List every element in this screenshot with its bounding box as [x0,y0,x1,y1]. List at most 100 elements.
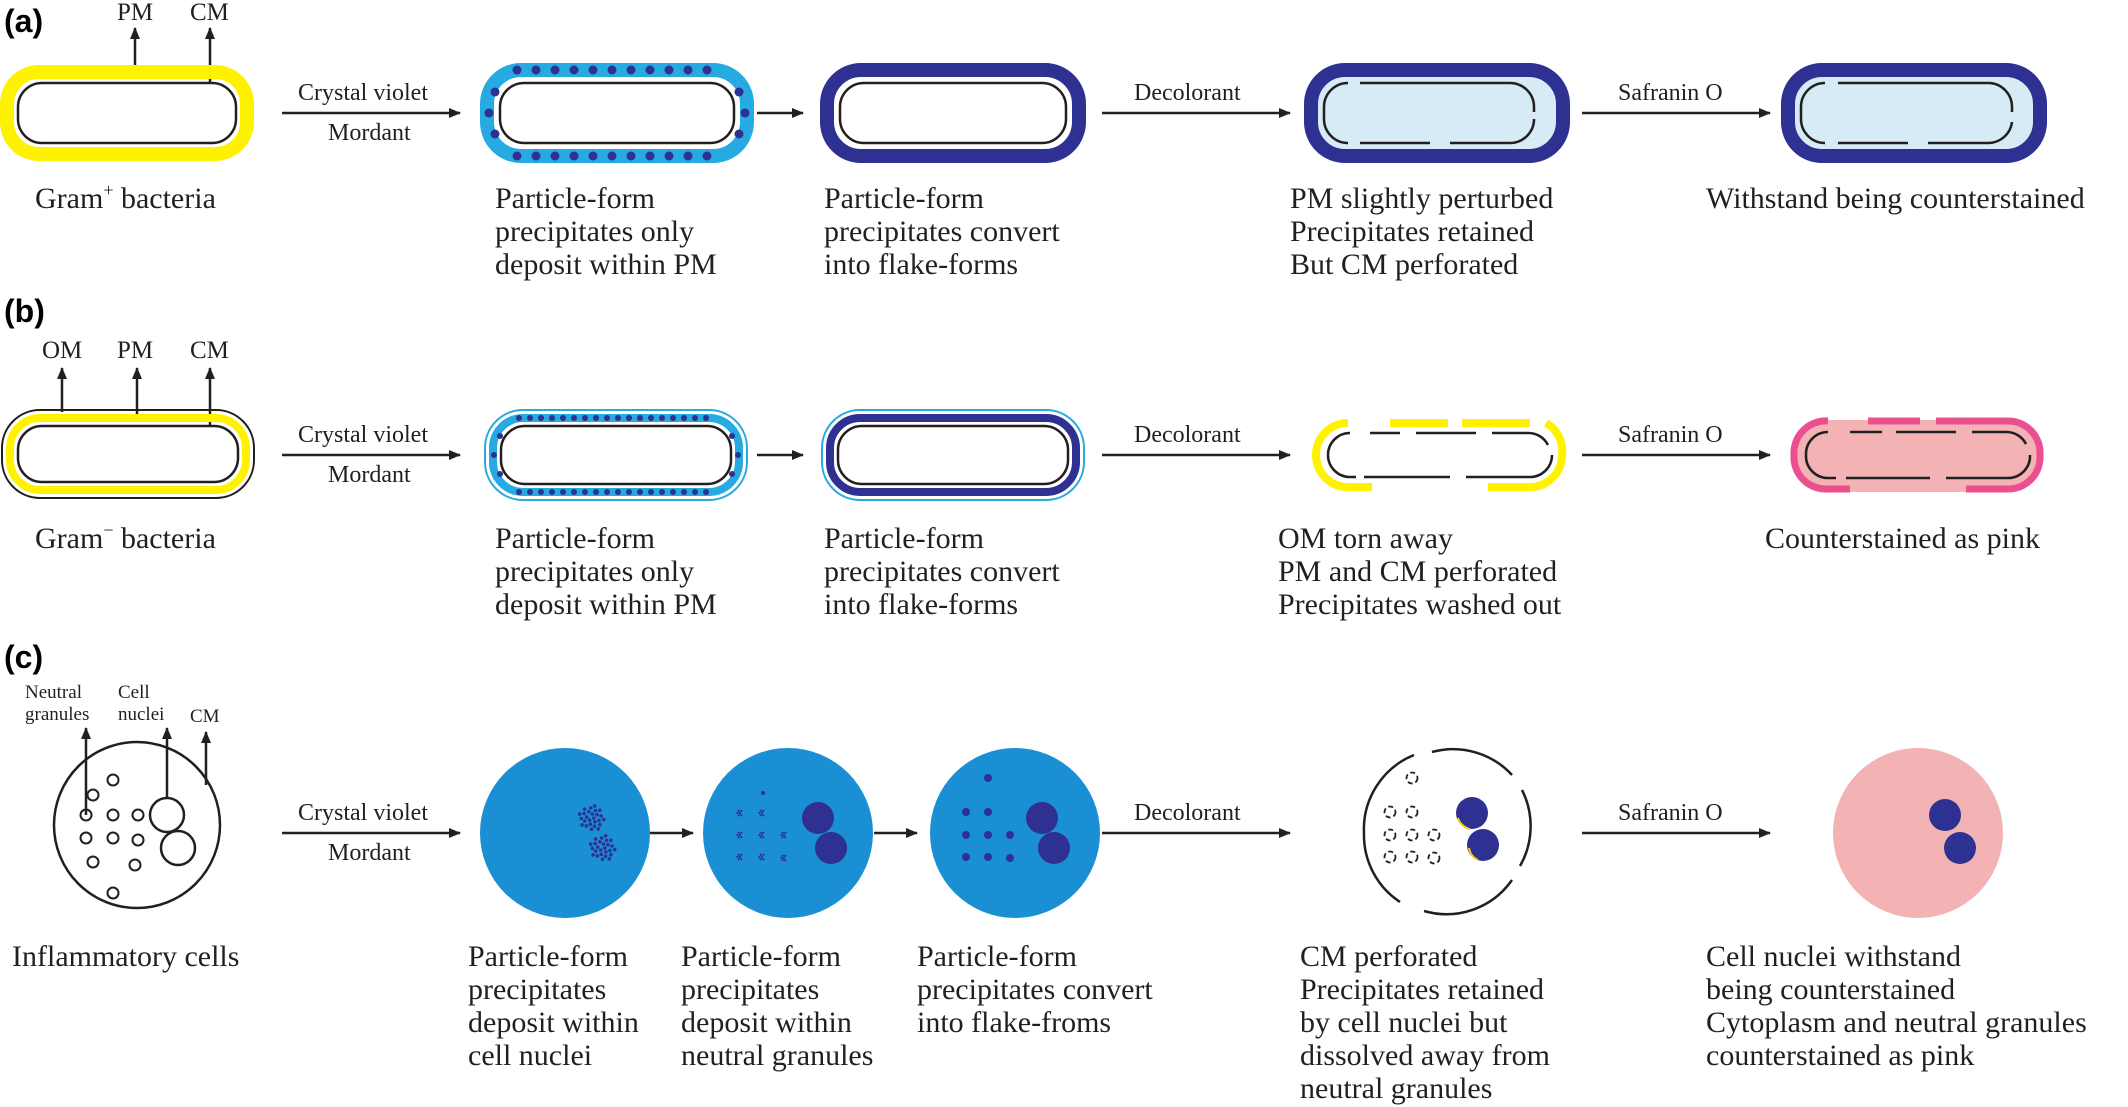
particle-speck [584,824,589,828]
particle-speck [603,854,608,858]
om-membrane [1,409,255,499]
violet-granule [984,774,992,782]
granule-speck [758,811,761,815]
caption-b-step1: Particle-form precipitates only deposit … [495,522,717,621]
gram-positive-decolorized-cell [1304,63,1570,163]
panel-b: (b) OM PM CM Gram− bacteria Crystal viol… [1,293,2044,621]
particle-speck [590,846,595,851]
cm-fragment [1492,431,1550,446]
granule-speck [737,858,740,861]
particle-dot [604,415,610,421]
particle-speck [593,837,598,841]
caption-b-step4: Counterstained as pink [1765,522,2040,555]
particle-speck [579,816,584,821]
granule-speck [740,831,743,834]
granule-speck [762,853,765,856]
particle-speck [580,823,584,827]
nucleus-violet [1038,832,1070,864]
particle-speck [592,824,597,828]
speckled-granules [736,791,787,862]
particle-dot [703,415,709,421]
granule-speck [738,833,742,837]
decolorant-label-b: Decolorant [1134,422,1241,448]
gram-negative-decolorized-cell [1311,419,1567,491]
particle-dot [648,489,654,495]
particle-dot [735,452,741,458]
crystal-violet-label-b: Crystal violet [298,422,428,448]
particle-dot [683,151,693,161]
neutral-granule [131,808,145,822]
particle-dot [703,489,709,495]
particle-dot [626,151,636,161]
caption-a-step3: PM slightly perturbed Precipitates retai… [1290,182,1561,281]
granule-speck [780,856,783,860]
particle-dot [729,471,735,477]
granule-speck [762,858,765,861]
granule-speck [784,836,787,839]
granule-speck [781,836,784,839]
granule-speck [762,809,765,812]
cell-flake-form [930,748,1100,918]
neutral-granule [128,858,142,872]
cm-fragment [1799,81,1826,145]
particle-dot [615,489,621,495]
violet-granule [984,853,992,861]
particle-dot [497,471,503,477]
particle-dot [571,415,577,421]
gram-negative-caption: Gram− bacteria [35,520,216,555]
cm-membrane [836,424,1070,486]
particle-dot [692,489,698,495]
granule-speck [782,856,786,860]
violet-granule [962,853,970,861]
particle-dot [516,489,522,495]
particle-dot [538,489,544,495]
particle-dot [527,415,533,421]
particle-dot [491,452,497,458]
particle-speck [591,853,595,857]
gram-negative-particle-cell [484,409,748,501]
particle-speck [588,842,593,846]
granule-speck [759,814,762,817]
granule-speck [784,854,787,857]
particle-dot [681,415,687,421]
caption-c-step3: Particle-form precipitates convert into … [917,940,1160,1039]
particle-speck [589,827,594,831]
particle-dot [659,489,665,495]
particle-dot [659,415,665,421]
nucleus [159,829,197,867]
granule-speck [762,831,765,834]
gram-positive-flake-cell [820,63,1086,163]
empty-granule [1405,828,1419,842]
particle-speck [608,848,612,853]
cm-membrane [499,424,733,486]
neutral-granule [86,855,100,869]
nucleus-violet [802,802,834,834]
granule-speck [737,853,740,856]
neutral-granules [79,773,145,900]
particle-dot [497,433,503,439]
empty-granule [1383,805,1397,819]
particle-dot [626,489,632,495]
gram-positive-final-cell [1781,63,2047,163]
granule-speck [781,859,784,862]
cm-membrane [838,81,1068,145]
empty-granule [1427,851,1441,865]
violet-granule [1006,831,1014,839]
particle-speck [604,838,609,843]
caption-a-step2: Particle-form precipitates convert into … [824,182,1067,281]
particle-speck [603,834,608,838]
om-membrane [821,409,1085,501]
particle-dot [538,415,544,421]
neutral-granule [79,831,93,845]
pm-fragment-yellow [1311,419,1372,491]
particle-dot [571,489,577,495]
pm-fragment-yellow [1488,419,1567,491]
empty-granule [1383,828,1397,842]
cell-particles-in-nuclei [480,748,650,918]
particle-speck [598,808,602,813]
granule-speck [760,855,764,859]
particle-speck [577,812,582,816]
granule-speck [736,811,739,815]
caption-b-step2: Particle-form precipitates convert into … [824,522,1067,621]
particle-dot [670,489,676,495]
